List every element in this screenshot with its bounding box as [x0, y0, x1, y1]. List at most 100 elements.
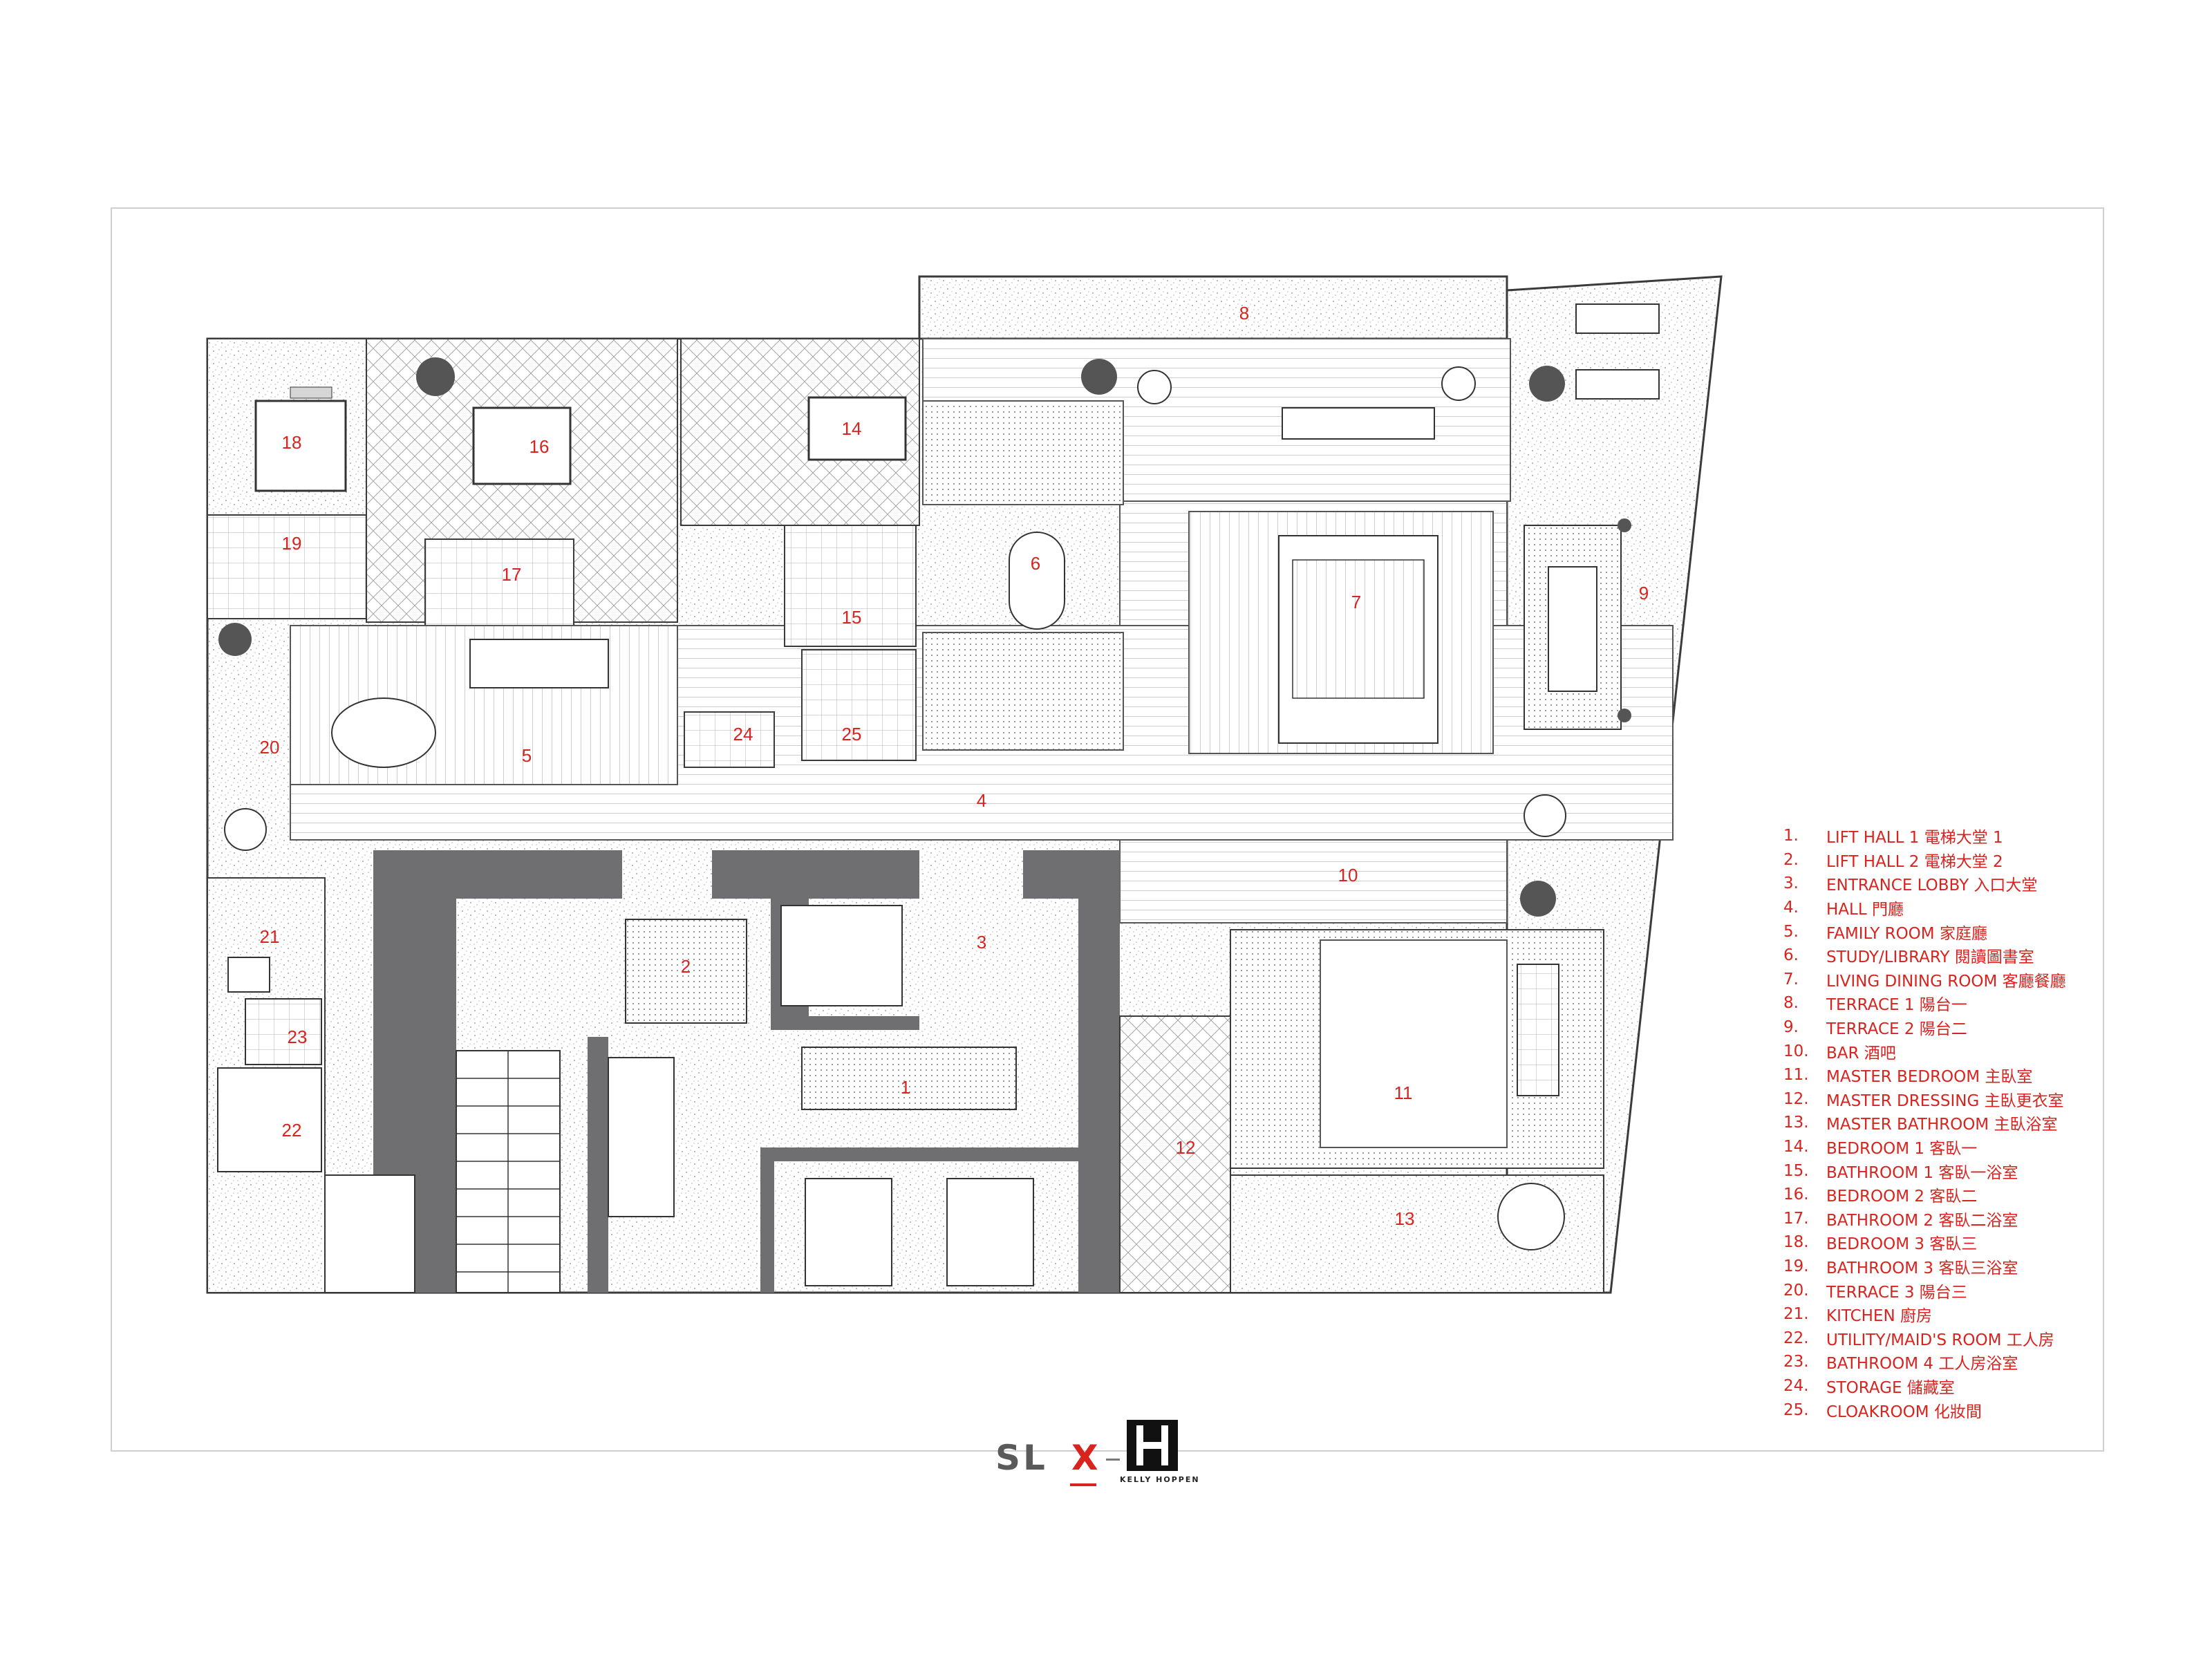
legend-label: BEDROOM 2 客臥二 — [1826, 1188, 1978, 1206]
legend-label: ENTRANCE LOBBY 入口大堂 — [1826, 877, 2038, 895]
planters — [224, 366, 1566, 851]
legend-number: 16. — [1783, 1185, 1809, 1204]
legend-number: 13. — [1783, 1114, 1809, 1132]
legend-label: BEDROOM 3 客臥三 — [1826, 1235, 1978, 1254]
legend-number: 1. — [1783, 827, 1799, 845]
legend-item: 7. LIVING DINING ROOM 客廳餐廳 — [1783, 968, 2171, 992]
legend-item: 17. BATHROOM 2 客臥二浴室 — [1783, 1207, 2171, 1231]
room-tag-11: 11 — [1394, 1082, 1413, 1103]
legend-number: 6. — [1783, 946, 1799, 965]
legend-number: 15. — [1783, 1161, 1809, 1180]
legend-number: 4. — [1783, 899, 1799, 917]
legend-number: 22. — [1783, 1329, 1809, 1347]
bedroom-wing — [207, 338, 1453, 1156]
logo-sl-text: SL — [995, 1438, 1048, 1478]
legend-label: MASTER DRESSING 主臥更衣室 — [1826, 1091, 2064, 1110]
room-tag-6: 6 — [1031, 553, 1040, 574]
room-tag-3: 3 — [977, 932, 986, 953]
lift-core — [373, 850, 1120, 1293]
legend-label: KITCHEN 廚房 — [1826, 1307, 1932, 1326]
room-tag-16: 16 — [529, 436, 550, 457]
legend-item: 12. MASTER DRESSING 主臥更衣室 — [1783, 1087, 2171, 1112]
legend-item: 11.MASTER BEDROOM 主臥室 — [1783, 1063, 2171, 1087]
legend-item: 3.ENTRANCE LOBBY 入口大堂 — [1783, 872, 2171, 896]
brand-logo: SL X KELLY HOPPEN — [995, 1417, 1230, 1493]
logo-x-text: X — [1071, 1438, 1098, 1478]
room-tag-12: 12 — [1176, 1137, 1196, 1158]
room-tag-8: 8 — [1239, 303, 1249, 324]
legend-label: STORAGE 儲藏室 — [1826, 1378, 1955, 1397]
legend-label: LIFT HALL 1 電梯大堂 1 — [1826, 829, 2003, 847]
legend-number: 20. — [1783, 1281, 1809, 1300]
sun-loungers — [1575, 303, 1660, 400]
room-tag-13: 13 — [1395, 1208, 1415, 1229]
legend-number: 19. — [1783, 1257, 1809, 1275]
master-suite — [1119, 929, 1604, 1293]
room-tag-24: 24 — [733, 724, 753, 744]
legend-label: STUDY/LIBRARY 閱讀圖書室 — [1826, 948, 2034, 967]
legend-number: 5. — [1783, 922, 1799, 941]
legend-item: 2. LIFT HALL 2 電梯大堂 2 — [1783, 848, 2171, 872]
room-tag-17: 17 — [502, 564, 522, 585]
legend-item: 10. BAR 酒吧 — [1783, 1039, 2171, 1063]
legend-item: 1. LIFT HALL 1 電梯大堂 1 — [1783, 824, 2171, 848]
legend-label: HALL 門廳 — [1826, 901, 1904, 919]
legend-number: 2. — [1783, 850, 1799, 869]
legend-item: 4. HALL 門廳 — [1783, 896, 2171, 920]
legend-label: CLOAKROOM 化妝間 — [1826, 1403, 1982, 1421]
legend-label: TERRACE 2 陽台二 — [1826, 1020, 1967, 1039]
living-area — [1009, 407, 1622, 754]
legend-item: 21. KITCHEN 廚房 — [1783, 1302, 2171, 1327]
logo-divider — [1106, 1459, 1120, 1461]
legend-number: 8. — [1783, 994, 1799, 1013]
legend-label: BEDROOM 1 客臥一 — [1826, 1140, 1978, 1159]
room-tag-2: 2 — [681, 956, 691, 977]
legend-number: 17. — [1783, 1209, 1809, 1228]
legend-label: BATHROOM 2 客臥二浴室 — [1826, 1211, 2018, 1230]
room-tag-10: 10 — [1338, 865, 1358, 885]
room-tag-20: 20 — [260, 737, 280, 758]
legend-label: LIVING DINING ROOM 客廳餐廳 — [1826, 972, 2066, 991]
legend-number: 12. — [1783, 1089, 1809, 1108]
legend-label: BATHROOM 3 客臥三浴室 — [1826, 1259, 2018, 1277]
legend-item: 15.BATHROOM 1 客臥一浴室 — [1783, 1159, 2171, 1183]
legend-number: 10. — [1783, 1042, 1809, 1060]
legend-number: 21. — [1783, 1305, 1809, 1324]
room-tag-15: 15 — [842, 607, 862, 628]
legend-label: MASTER BATHROOM 主臥浴室 — [1826, 1116, 2058, 1134]
room-tag-9: 9 — [1639, 583, 1649, 603]
legend-label: BATHROOM 4 工人房浴室 — [1826, 1355, 2018, 1374]
legend-item: 22. UTILITY/MAID'S ROOM 工人房 — [1783, 1326, 2171, 1350]
legend-label: TERRACE 1 陽台一 — [1826, 996, 1967, 1015]
drawing-sheet-frame — [111, 207, 2104, 1452]
room-tag-14: 14 — [842, 418, 862, 439]
legend-number: 14. — [1783, 1138, 1809, 1156]
logo-underline — [1070, 1483, 1096, 1486]
legend-label: LIFT HALL 2 電梯大堂 2 — [1826, 852, 2003, 871]
legend-label: BAR 酒吧 — [1826, 1044, 1896, 1062]
legend-label: FAMILY ROOM 家庭廳 — [1826, 924, 1987, 943]
room-tag-21: 21 — [260, 926, 280, 947]
legend-number: 7. — [1783, 970, 1799, 988]
room-tag-5: 5 — [522, 745, 532, 766]
service-wing — [207, 877, 415, 1293]
room-tag-19: 19 — [282, 533, 302, 554]
room-tag-23: 23 — [288, 1027, 308, 1047]
family-room — [290, 625, 678, 785]
legend-item: 6. STUDY/LIBRARY 閱讀圖書室 — [1783, 944, 2171, 968]
legend-item: 5. FAMILY ROOM 家庭廳 — [1783, 919, 2171, 944]
room-legend: 1. LIFT HALL 1 電梯大堂 1 2. LIFT HALL 2 電梯大堂 2… — [1783, 824, 2171, 1422]
legend-item: 8. TERRACE 1 陽台一 — [1783, 991, 2171, 1015]
legend-item: 19. BATHROOM 3 客臥三浴室 — [1783, 1255, 2171, 1279]
legend-item: 23.BATHROOM 4 工人房浴室 — [1783, 1350, 2171, 1374]
legend-item: 20.TERRACE 3 陽台三 — [1783, 1278, 2171, 1302]
legend-label: UTILITY/MAID'S ROOM 工人房 — [1826, 1331, 2054, 1349]
legend-label: MASTER BEDROOM 主臥室 — [1826, 1068, 2033, 1087]
legend-item: 18. BEDROOM 3 客臥三 — [1783, 1230, 2171, 1255]
legend-number: 18. — [1783, 1233, 1809, 1252]
logo-brand-text: KELLY HOPPEN — [1120, 1475, 1200, 1484]
legend-item: 13. MASTER BATHROOM 主臥浴室 — [1783, 1111, 2171, 1135]
columns — [218, 357, 1631, 917]
legend-item: 25.CLOAKROOM 化妝間 — [1783, 1398, 2171, 1422]
